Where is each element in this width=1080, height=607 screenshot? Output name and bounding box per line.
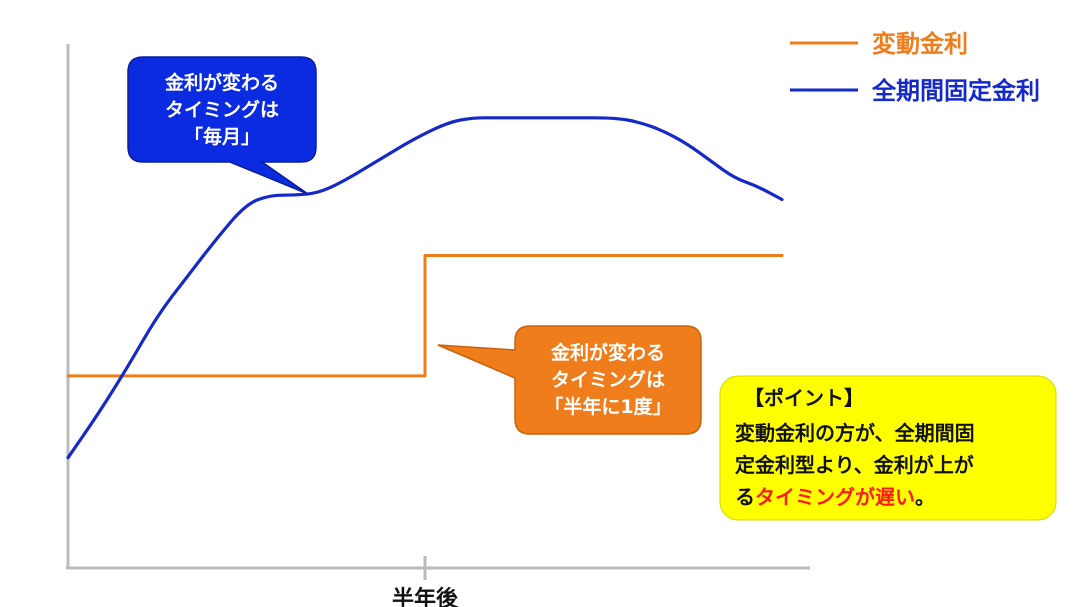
point-box-line-4: るタイミングが遅い。 [735, 485, 935, 509]
point-box-line-3: 定金利型より、金利が上が [735, 453, 974, 477]
point-box-background [719, 375, 1057, 521]
point-box-text: 【ポイント】 [744, 386, 864, 410]
legend: 変動金利 全期間固定金利 [790, 30, 1040, 105]
callout-variable-rate-line-2: タイミングは [551, 368, 665, 391]
point-box-text: 。 [915, 485, 935, 509]
callout-fixed-rate-line-1: 金利が変わる [164, 71, 279, 94]
series-line-variable-rate [66, 254, 784, 378]
callout-fixed-rate-bubble [127, 56, 317, 195]
callout-fixed-rate-line-3: 「毎月」 [184, 125, 260, 148]
legend-label-fixed-rate: 全期間固定金利 [871, 77, 1040, 105]
series-line-fixed-rate [66, 116, 784, 460]
callout-variable-rate-bubble [437, 325, 702, 435]
series [66, 116, 784, 460]
x-ticks: 半年後 [392, 556, 459, 607]
axes [66, 44, 810, 570]
callout-variable-rate-line-3: 「半年に1度」 [544, 395, 671, 418]
point-box-line-2: 変動金利の方が、全期間固 [735, 421, 975, 445]
x-tick-label: 半年後 [392, 586, 459, 607]
callout-variable-rate: 金利が変わる タイミングは 「半年に1度」 [437, 325, 702, 435]
point-box-highlight: タイミングが遅い [755, 485, 915, 509]
point-box-text: る [735, 485, 755, 509]
callout-fixed-rate-line-2: タイミングは [165, 98, 279, 121]
callout-variable-rate-line-1: 金利が変わる [550, 341, 665, 364]
point-box: 【ポイント】 変動金利の方が、全期間固 定金利型より、金利が上が るタイミングが… [719, 375, 1057, 521]
point-box-text: 変動金利の方が、全期間固 [735, 421, 975, 445]
callout-fixed-rate: 金利が変わる タイミングは 「毎月」 [127, 56, 317, 195]
legend-label-variable-rate: 変動金利 [872, 30, 968, 58]
point-box-line-1: 【ポイント】 [744, 386, 864, 410]
point-box-text: 定金利型より、金利が上が [735, 453, 974, 477]
